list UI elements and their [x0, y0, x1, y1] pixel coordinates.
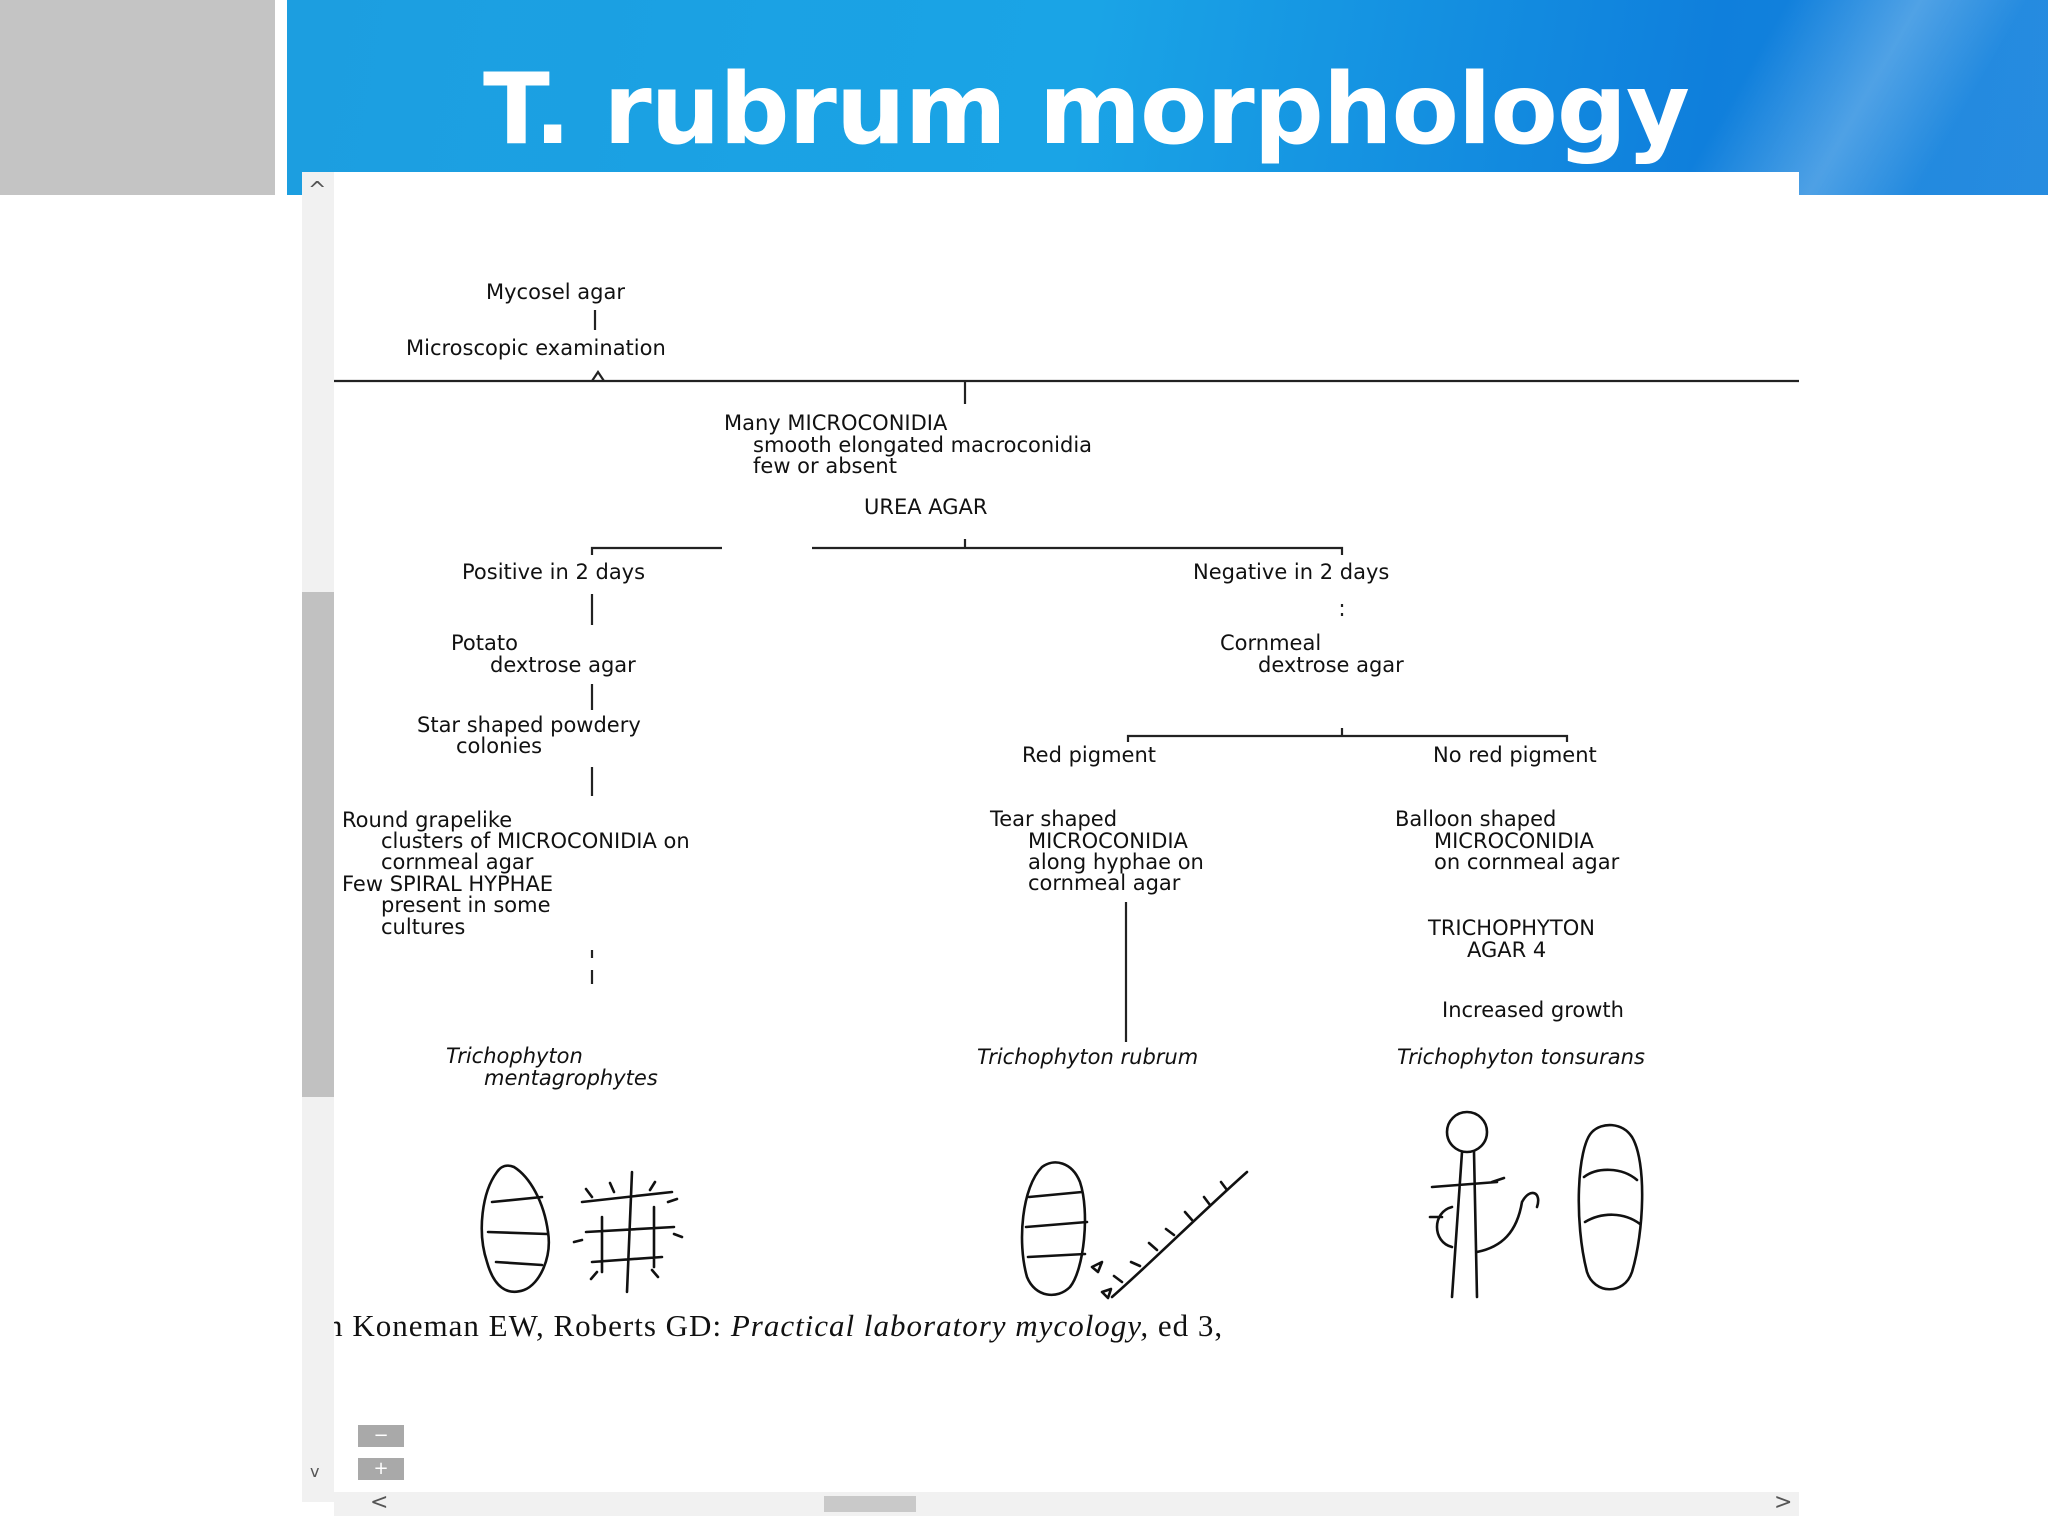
scroll-left-icon[interactable]: < — [370, 1490, 389, 1515]
node-cornmeal: Cornmeal dextrose agar — [1220, 631, 1404, 677]
species-tonsurans: Trichophyton tonsurans — [1397, 1045, 1645, 1069]
node-potato: Potato dextrose agar — [451, 631, 636, 677]
node-tear-shaped: Tear shaped MICROCONIDIA along hyphae on… — [989, 807, 1211, 895]
image-viewer: Mycosel agar Microscopic examination Man… — [302, 172, 1799, 1516]
node-round-grapelike: Round grapelike clusters of MICROCONIDIA… — [342, 808, 696, 939]
node-microscopic: Microscopic examination — [406, 336, 666, 360]
node-balloon-shaped: Balloon shaped MICROCONIDIA on cornmeal … — [1395, 807, 1620, 874]
left-gray-block — [0, 0, 275, 195]
scroll-up-icon[interactable]: ^ — [308, 178, 327, 203]
node-red-pigment: Red pigment — [1022, 743, 1156, 767]
node-positive: Positive in 2 days — [462, 560, 645, 584]
zoom-in-button[interactable]: + — [358, 1458, 404, 1480]
grapelike-microconidia-drawing — [572, 1170, 684, 1294]
horizontal-scroll-thumb[interactable] — [824, 1496, 916, 1512]
title-banner — [287, 0, 2048, 195]
urea-brace — [590, 539, 1344, 555]
node-urea: UREA AGAR — [864, 495, 988, 519]
node-no-red-pigment: No red pigment — [1433, 743, 1597, 767]
mentagrophytes-macroconidium-drawing — [480, 1164, 551, 1293]
pigment-brace — [1126, 728, 1569, 742]
vertical-scroll-thumb[interactable] — [302, 592, 334, 1097]
balloon-microconidia-drawing — [1428, 1110, 1540, 1299]
tonsurans-macroconidium-drawing — [1577, 1123, 1644, 1291]
node-trichophyton-agar: TRICHOPHYTON AGAR 4 — [1427, 916, 1602, 962]
scroll-down-icon[interactable]: v — [310, 1462, 320, 1481]
scroll-right-icon[interactable]: > — [1774, 1490, 1793, 1515]
horizontal-scrollbar[interactable]: < > — [334, 1490, 1799, 1516]
brace-mark — [591, 370, 605, 382]
species-rubrum: Trichophyton rubrum — [977, 1045, 1198, 1069]
rubrum-macroconidium-drawing — [1020, 1161, 1089, 1297]
node-star-colonies: Star shaped powdery colonies — [417, 713, 647, 758]
slide-title: T. rubrum morphology — [483, 53, 1690, 167]
vertical-scrollbar[interactable]: ^ v — [302, 172, 334, 1502]
flowchart: Mycosel agar Microscopic examination Man… — [302, 280, 1799, 1300]
zoom-out-button[interactable]: − — [358, 1425, 404, 1447]
node-mycosel: Mycosel agar — [486, 280, 625, 304]
node-increased-growth: Increased growth — [1442, 998, 1624, 1022]
citation-text: om Koneman EW, Roberts GD: Practical lab… — [302, 1308, 1224, 1343]
node-negative: Negative in 2 days — [1193, 560, 1389, 584]
species-mentagrophytes: Trichophyton mentagrophytes — [446, 1044, 658, 1090]
tear-shaped-microconidia-drawing — [1090, 1170, 1249, 1300]
node-microconidia: Many MICROCONIDIA smooth elongated macro… — [724, 411, 1099, 478]
